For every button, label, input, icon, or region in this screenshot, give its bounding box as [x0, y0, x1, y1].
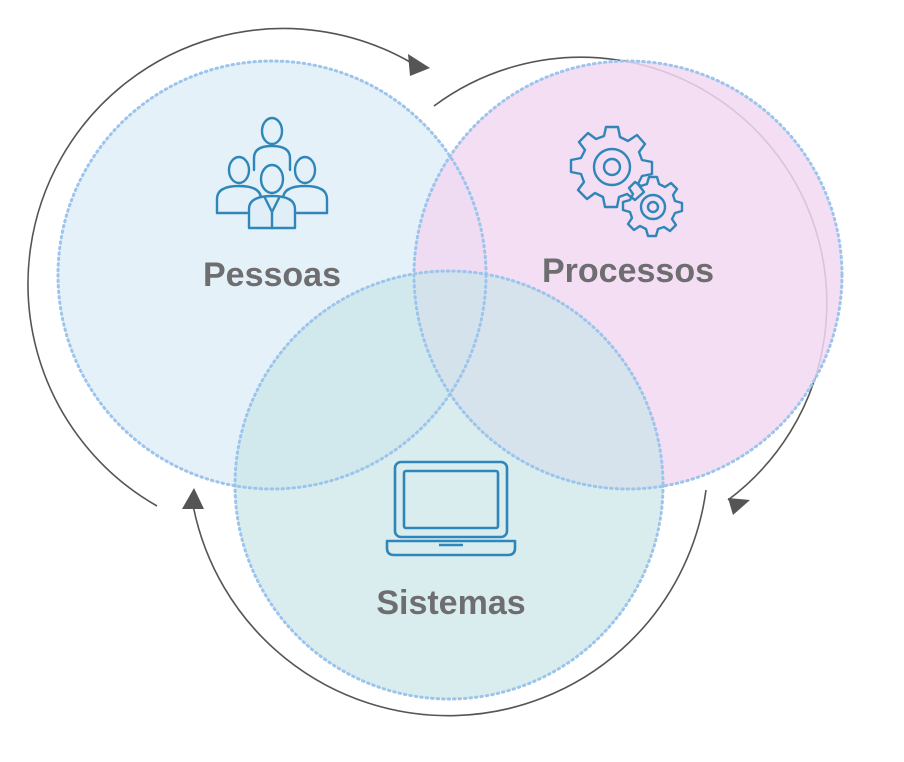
people-group-icon [215, 116, 329, 230]
venn-outlines [56, 59, 844, 701]
label-sistemas: Sistemas [376, 584, 525, 622]
circle-sistemas [235, 271, 663, 699]
gears-icon [569, 125, 684, 238]
arrowhead-top [408, 54, 430, 76]
venn-circles [58, 61, 842, 699]
arrowhead-right [728, 498, 750, 515]
cycle-arrow-left [27, 27, 411, 507]
arrowhead-bottom [182, 488, 204, 509]
cycle-arrow-bottom [192, 489, 707, 717]
laptop-icon [385, 460, 517, 557]
label-pessoas: Pessoas [203, 256, 341, 294]
label-processos: Processos [542, 252, 714, 290]
